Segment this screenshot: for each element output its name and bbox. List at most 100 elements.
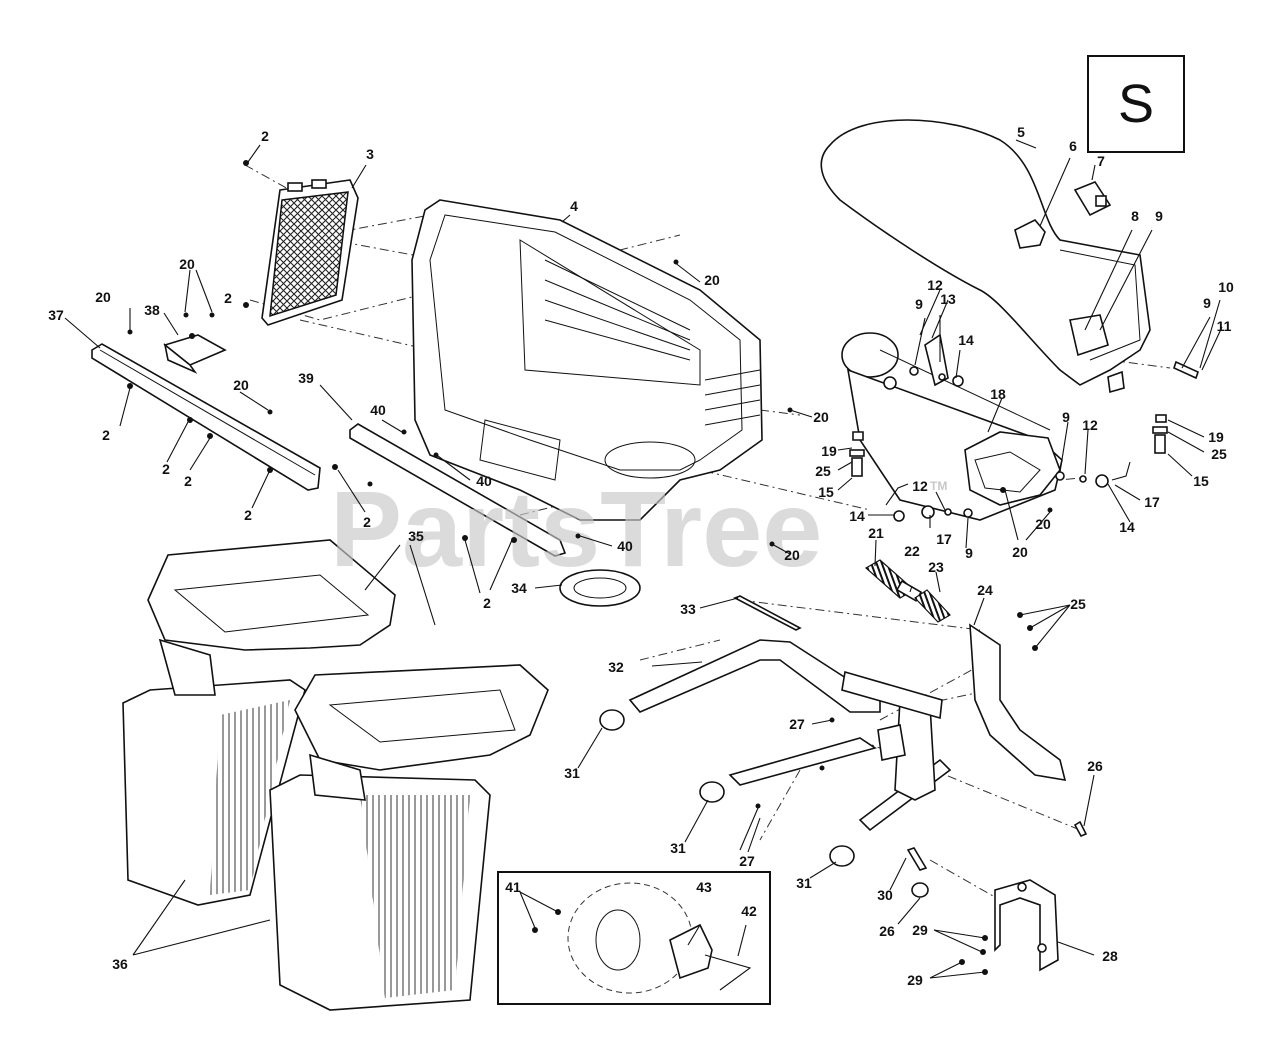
part-21-22-23-spring-assembly	[864, 559, 951, 623]
part-33-rod	[733, 595, 802, 631]
section-letter-box: S	[1087, 55, 1185, 153]
callout-12: 12	[912, 478, 928, 494]
callout-20: 20	[813, 409, 829, 425]
callout-31: 31	[564, 765, 580, 781]
part-18-deflector	[964, 431, 1061, 506]
part-32-frame	[628, 639, 952, 832]
callout-9: 9	[915, 296, 923, 312]
callout-24: 24	[977, 582, 993, 598]
callout-21: 21	[868, 525, 884, 541]
detail-inset-box	[497, 871, 771, 1005]
callout-36: 36	[112, 956, 128, 972]
callout-41: 41	[505, 879, 521, 895]
callout-27: 27	[789, 716, 805, 732]
callout-17: 17	[936, 531, 952, 547]
callout-2: 2	[261, 128, 269, 144]
part-6-clip	[1014, 219, 1046, 249]
callout-7: 7	[1097, 153, 1105, 169]
callout-12: 12	[1082, 417, 1098, 433]
callout-14: 14	[849, 508, 865, 524]
callout-19: 19	[821, 443, 837, 459]
part-35-36-left-catcher	[122, 539, 396, 906]
callout-23: 23	[928, 559, 944, 575]
part-34-ring	[559, 569, 641, 607]
callout-5: 5	[1017, 124, 1025, 140]
part-7-latch	[1073, 181, 1112, 217]
part-5-discharge-chute	[820, 119, 1151, 394]
watermark-trademark: TM	[930, 479, 947, 493]
callout-14: 14	[958, 332, 974, 348]
callout-2: 2	[483, 595, 491, 611]
callout-15: 15	[818, 484, 834, 500]
part-37-bar	[91, 343, 321, 491]
callout-9: 9	[1155, 208, 1163, 224]
callout-4: 4	[570, 198, 578, 214]
callout-25: 25	[815, 463, 831, 479]
callout-19: 19	[1208, 429, 1224, 445]
callout-40: 40	[617, 538, 633, 554]
callout-20: 20	[784, 547, 800, 563]
callout-31: 31	[670, 840, 686, 856]
callout-29: 29	[912, 922, 928, 938]
leader-lines	[64, 139, 1223, 979]
callout-20: 20	[1012, 544, 1028, 560]
callout-20: 20	[95, 289, 111, 305]
callout-3: 3	[366, 146, 374, 162]
callout-25: 25	[1070, 596, 1086, 612]
callout-2: 2	[184, 473, 192, 489]
callout-26: 26	[879, 923, 895, 939]
callout-28: 28	[1102, 948, 1118, 964]
callout-20: 20	[233, 377, 249, 393]
callout-30: 30	[877, 887, 893, 903]
part-24-bracket	[969, 623, 1067, 781]
callout-9: 9	[1062, 409, 1070, 425]
callout-25: 25	[1211, 446, 1227, 462]
part-26-30-pins	[906, 820, 1088, 898]
callout-33: 33	[680, 601, 696, 617]
watermark: PartsTree TM	[330, 468, 947, 589]
callout-42: 42	[741, 903, 757, 919]
callout-2: 2	[244, 507, 252, 523]
callout-2: 2	[162, 461, 170, 477]
callout-2: 2	[224, 290, 232, 306]
part-13-arm	[924, 333, 949, 387]
callout-10: 10	[1218, 279, 1234, 295]
callout-31: 31	[796, 875, 812, 891]
callout-15: 15	[1193, 473, 1209, 489]
callout-20: 20	[179, 256, 195, 272]
callout-38: 38	[144, 302, 160, 318]
callout-34: 34	[511, 580, 527, 596]
callout-22: 22	[904, 543, 920, 559]
callout-8: 8	[1131, 208, 1139, 224]
callout-29: 29	[907, 972, 923, 988]
part-4-catcher-top	[411, 199, 763, 521]
callout-32: 32	[608, 659, 624, 675]
part-38-plate	[163, 334, 227, 374]
callout-27: 27	[739, 853, 755, 869]
callout-6: 6	[1069, 138, 1077, 154]
callout-labels: 2 3 4 5 6 7 8 9 20 20 2 20 37 38 20 2 2 …	[48, 124, 1234, 988]
callout-12: 12	[927, 277, 943, 293]
callout-13: 13	[940, 291, 956, 307]
callout-43: 43	[696, 879, 712, 895]
callout-39: 39	[298, 370, 314, 386]
callout-11: 11	[1217, 318, 1232, 334]
callout-35: 35	[408, 528, 424, 544]
part-28-bracket	[994, 879, 1059, 972]
callout-17: 17	[1144, 494, 1160, 510]
hardware-small-parts	[849, 360, 1199, 522]
callout-40: 40	[476, 473, 492, 489]
callout-2: 2	[102, 427, 110, 443]
part-39-strip	[349, 423, 567, 557]
fastener-dots	[127, 160, 1053, 975]
callout-20: 20	[704, 272, 720, 288]
callout-18: 18	[990, 386, 1006, 402]
callout-2: 2	[363, 514, 371, 530]
callout-37: 37	[48, 307, 64, 323]
callout-9: 9	[1203, 295, 1211, 311]
callout-9: 9	[965, 545, 973, 561]
callout-14: 14	[1119, 519, 1135, 535]
callout-40: 40	[370, 402, 386, 418]
